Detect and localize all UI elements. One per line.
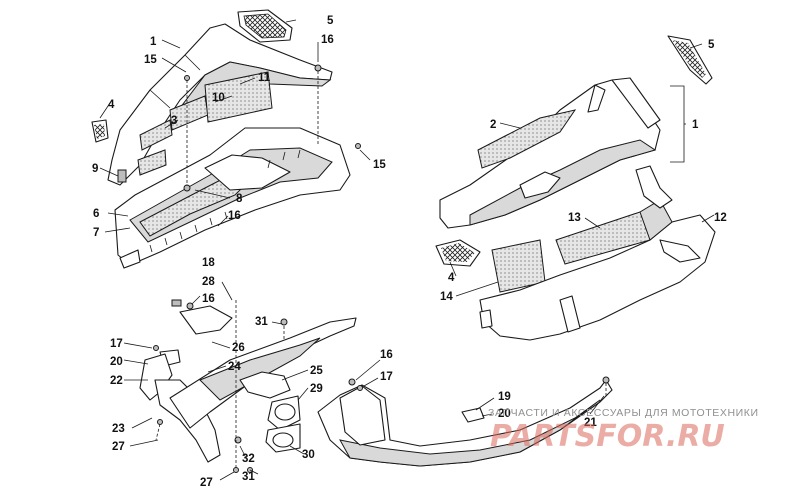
- callout-5b: 5: [708, 39, 715, 51]
- callout-15b: 15: [373, 159, 386, 171]
- callout-16c: 16: [202, 293, 215, 305]
- callout-labels: 1 15 5 16 11 10 3 4 9 8 6 7 16 15 5 2 1 …: [92, 15, 727, 489]
- callout-19: 19: [498, 391, 511, 403]
- callout-22: 22: [110, 375, 123, 387]
- callout-25: 25: [310, 365, 323, 377]
- callout-2: 2: [490, 119, 496, 131]
- watermark-brand: PARTSFOR.RU: [490, 419, 725, 454]
- callout-4b: 4: [448, 272, 455, 284]
- callout-11: 11: [258, 72, 271, 84]
- callout-13: 13: [568, 212, 581, 224]
- callout-5: 5: [327, 15, 334, 27]
- callout-23: 23: [112, 423, 125, 435]
- callout-28: 28: [202, 276, 215, 288]
- callout-3: 3: [171, 115, 177, 127]
- callout-6: 6: [93, 208, 99, 220]
- callout-26: 26: [232, 342, 245, 354]
- leaders-upper-right: [449, 43, 715, 297]
- callout-17: 17: [110, 338, 123, 350]
- hood-assembly-left: [91, 9, 361, 269]
- callout-27b: 27: [200, 477, 213, 489]
- callout-21: 21: [584, 417, 597, 429]
- callout-1b: 1: [692, 119, 699, 131]
- callout-27: 27: [112, 441, 125, 453]
- callout-15: 15: [144, 54, 157, 66]
- callout-16: 16: [321, 34, 334, 46]
- hood-assembly-right: [435, 35, 716, 341]
- callout-31: 31: [255, 316, 268, 328]
- callout-9: 9: [92, 163, 98, 175]
- leaders-lower-middle: [355, 359, 605, 417]
- callout-30: 30: [302, 449, 315, 461]
- callout-29: 29: [310, 383, 323, 395]
- leaders-upper-left: [99, 19, 371, 233]
- callout-20b: 20: [498, 408, 511, 420]
- lower-left-assembly: [139, 299, 357, 473]
- watermark: ЗАПЧАСТИ И АКСЕССУАРЫ ДЛЯ МОТОТЕХНИКИ PA…: [488, 407, 759, 454]
- callout-32: 32: [242, 453, 255, 465]
- callout-18: 18: [202, 257, 215, 269]
- leaders-lower-left: [123, 281, 309, 481]
- callout-8: 8: [236, 193, 243, 205]
- callout-1: 1: [150, 36, 157, 48]
- watermark-tagline: ЗАПЧАСТИ И АКСЕССУАРЫ ДЛЯ МОТОТЕХНИКИ: [488, 407, 759, 419]
- callout-10: 10: [212, 92, 225, 104]
- callout-14: 14: [440, 291, 453, 303]
- callout-17b: 17: [380, 371, 393, 383]
- callout-16d: 16: [380, 349, 393, 361]
- callout-16b: 16: [228, 210, 241, 222]
- callout-24: 24: [228, 361, 241, 373]
- callout-31b: 31: [242, 471, 255, 483]
- lower-middle-assembly: [317, 376, 613, 467]
- callout-7: 7: [93, 227, 99, 239]
- callout-12: 12: [714, 212, 727, 224]
- callout-4: 4: [108, 99, 115, 111]
- callout-20: 20: [110, 356, 123, 368]
